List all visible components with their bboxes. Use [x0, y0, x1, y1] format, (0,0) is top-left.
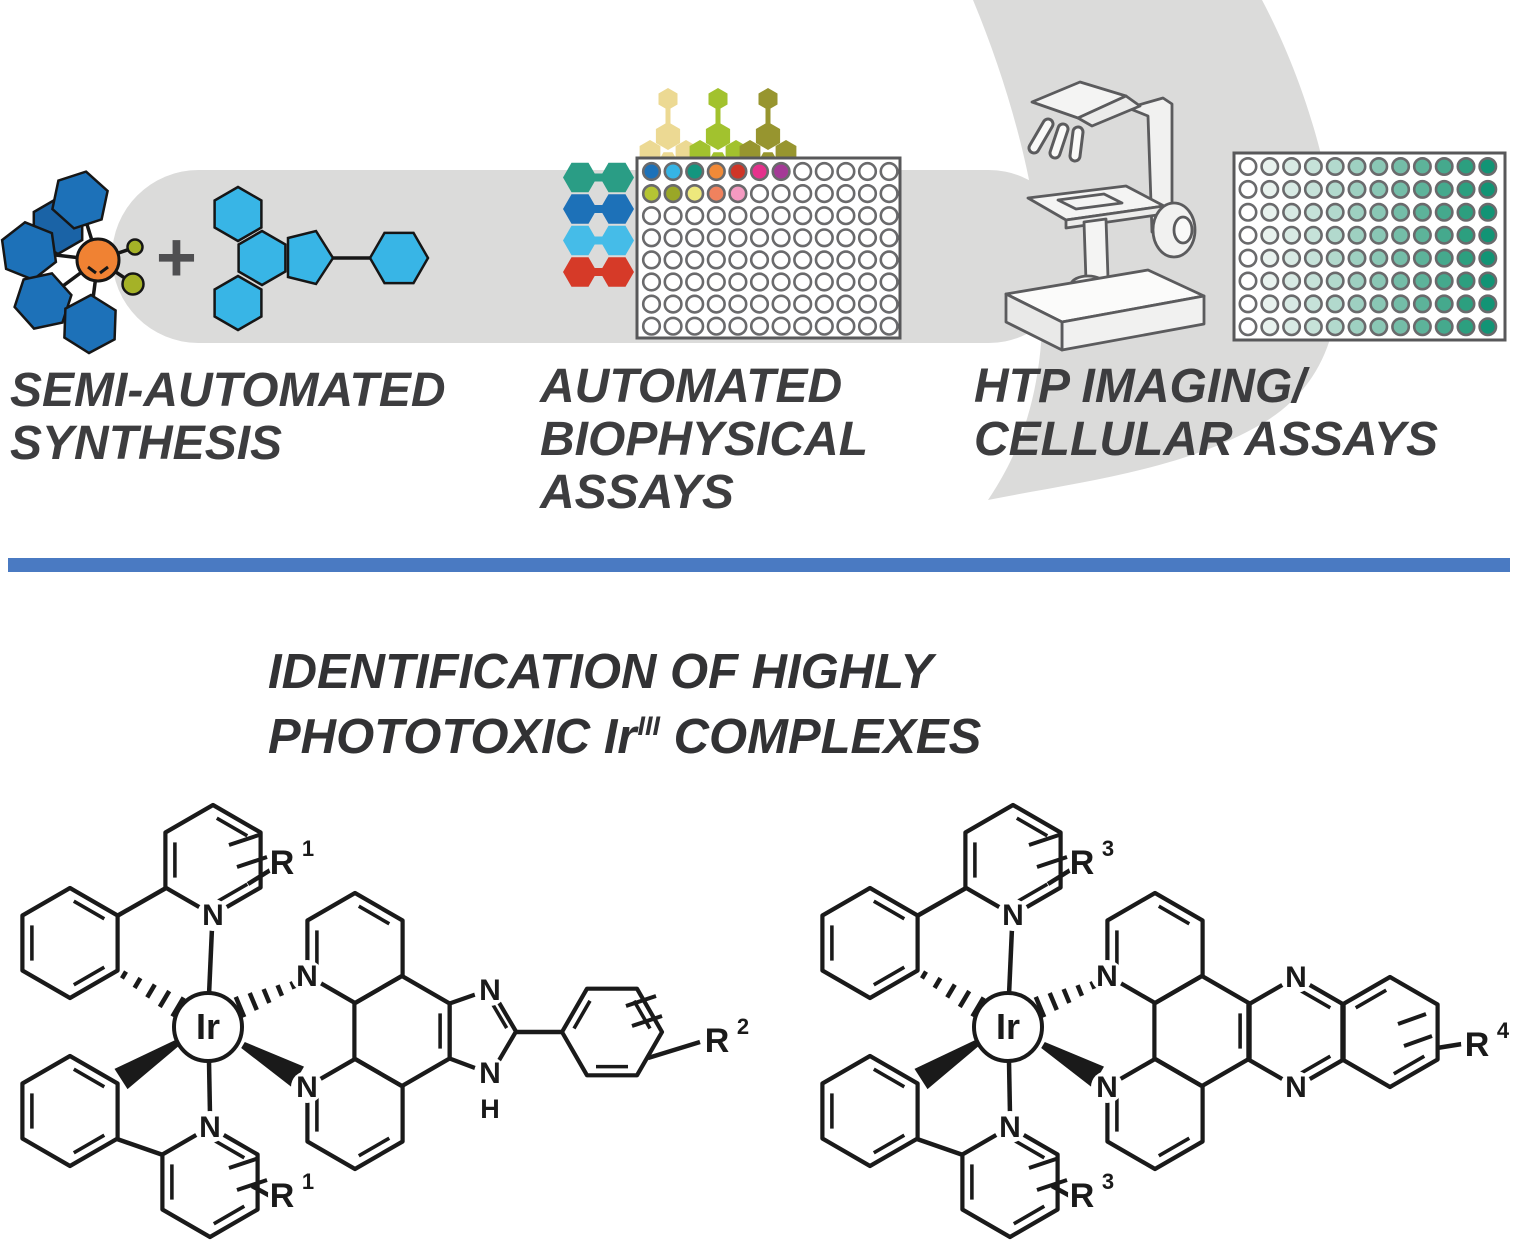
oxidation-state: III: [637, 711, 661, 741]
microscope-icon: [1004, 80, 1206, 352]
metal-symbol: Ir: [603, 710, 637, 764]
nitrogen-label: N: [1285, 1071, 1307, 1104]
substituent-sup-label: 1: [302, 1169, 314, 1194]
step-label-line: AUTOMATED: [540, 360, 843, 413]
step-label-line: BIOPHYSICAL: [540, 413, 869, 466]
step-label-imaging: HTP IMAGING/ CELLULAR ASSAYS: [974, 360, 1438, 466]
substituent-sup-label: 3: [1102, 1169, 1114, 1194]
step-label-line: ASSAYS: [540, 466, 734, 519]
iridium-precursor-icon: [0, 170, 145, 355]
substituent-sup-label: 3: [1102, 836, 1114, 861]
ligand-molecule-icon: [213, 185, 430, 332]
metal-center-label: Ir: [196, 1006, 220, 1047]
step-label-line: SEMI-AUTOMATED: [10, 364, 446, 417]
section-divider: [8, 558, 1510, 572]
nitrogen-label: N: [1096, 1071, 1118, 1104]
substituent-label: R: [705, 1022, 730, 1060]
reagent-hexagon-pairs-icon: [563, 162, 634, 287]
nitrogen-label: N: [296, 1071, 318, 1104]
step-label-line: HTP IMAGING/: [974, 360, 1306, 413]
nitrogen-label: N: [479, 1057, 501, 1090]
nitrogen-label: N: [999, 1111, 1021, 1144]
nitrogen-label: N: [202, 899, 224, 932]
dye-molecules-icon: [639, 88, 797, 168]
headline-line1: IDENTIFICATION OF HIGHLY: [268, 645, 934, 699]
headline: IDENTIFICATION OF HIGHLY PHOTOTOXIC IrII…: [268, 640, 981, 777]
imaging-well-plate: [1232, 151, 1507, 342]
step-label-synthesis: SEMI-AUTOMATED SYNTHESIS: [10, 364, 446, 470]
headline-line2: PHOTOTOXIC IrIII COMPLEXES: [268, 710, 982, 764]
step-label-biophysical: AUTOMATED BIOPHYSICAL ASSAYS: [540, 360, 868, 519]
metal-center-label: Ir: [996, 1006, 1020, 1047]
nitrogen-label: N: [199, 1111, 221, 1144]
nitrogen-label: N: [1002, 899, 1024, 932]
assay-well-plate: [635, 156, 902, 340]
step-label-line: SYNTHESIS: [10, 417, 283, 470]
substituent-label: R: [1070, 844, 1095, 882]
nitrogen-label: N: [1285, 961, 1307, 994]
substituent-sup-label: 1: [302, 836, 314, 861]
substituent-label: R: [270, 844, 295, 882]
step-label-line: CELLULAR ASSAYS: [974, 413, 1439, 466]
nitrogen-label: N: [479, 974, 501, 1007]
plus-sign: +: [156, 218, 197, 296]
substituent-label: R: [270, 1177, 295, 1215]
substituent-sup-label: 4: [1497, 1018, 1510, 1043]
nitrogen-label: N: [296, 960, 318, 993]
substituent-label: R: [1465, 1026, 1490, 1064]
substituent-label: R: [1070, 1177, 1095, 1215]
substituent-sup-label: 2: [737, 1014, 749, 1039]
hydrogen-label: H: [480, 1094, 500, 1124]
nitrogen-label: N: [1096, 960, 1118, 993]
